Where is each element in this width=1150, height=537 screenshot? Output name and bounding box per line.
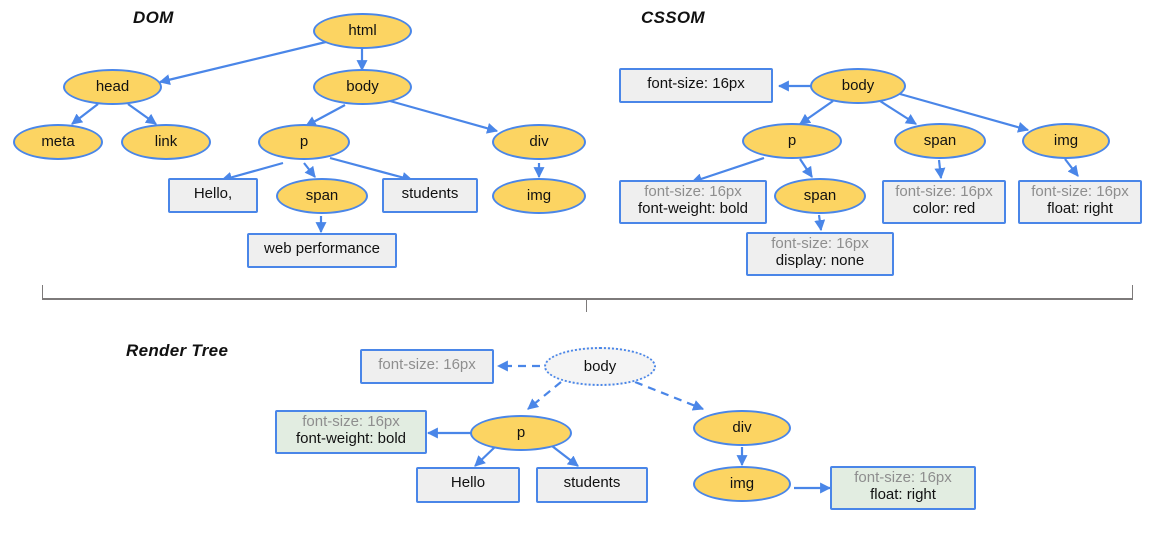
cssom-node-p-label: p (787, 132, 797, 150)
dom-node-head[interactable]: head (63, 69, 162, 105)
dom-node-link-label: link (154, 133, 178, 151)
render-rules-p-line-2: font-weight: bold (295, 430, 407, 447)
render-rules-body[interactable]: font-size: 16px (360, 349, 494, 384)
render-node-img-label: img (729, 475, 755, 493)
cssom-rules-span-child[interactable]: font-size: 16px display: none (746, 232, 894, 276)
render-text-students-label: students (563, 474, 621, 492)
cssom-node-span-child[interactable]: span (774, 178, 866, 214)
dom-node-div[interactable]: div (492, 124, 586, 160)
section-divider-tick-right (1132, 285, 1133, 299)
render-rules-img-line-1: font-size: 16px (854, 468, 952, 486)
dom-node-meta[interactable]: meta (13, 124, 103, 160)
render-node-p[interactable]: p (470, 415, 572, 451)
cssom-rules-span-child-line-2: display: none (775, 252, 865, 269)
cssom-rules-body[interactable]: font-size: 16px (619, 68, 773, 103)
dom-node-html[interactable]: html (313, 13, 412, 49)
dom-text-hello[interactable]: Hello, (168, 178, 258, 213)
dom-text-students[interactable]: students (382, 178, 478, 213)
cssom-rules-span[interactable]: font-size: 16px color: red (882, 180, 1006, 224)
render-rules-body-line-1: font-size: 16px (378, 355, 476, 373)
cssom-rules-body-line-1: font-size: 16px (647, 74, 745, 92)
render-node-body-label: body (583, 357, 617, 375)
cssom-rules-span-line-2: color: red (912, 200, 976, 217)
cssom-rules-p-line-2: font-weight: bold (637, 200, 749, 217)
dom-text-web-performance[interactable]: web performance (247, 233, 397, 268)
dom-section-title: DOM (133, 8, 174, 27)
dom-text-students-label: students (401, 184, 459, 202)
render-text-hello-label: Hello (450, 474, 486, 492)
cssom-section-title: CSSOM (641, 8, 705, 27)
dom-text-web-performance-label: web performance (264, 239, 380, 257)
cssom-rules-span-line-1: font-size: 16px (895, 182, 993, 200)
cssom-node-img-label: img (1053, 132, 1079, 150)
render-rules-img[interactable]: font-size: 16px float: right (830, 466, 976, 510)
dom-node-head-label: head (95, 78, 130, 96)
dom-node-p[interactable]: p (258, 124, 350, 160)
section-divider (42, 298, 1133, 300)
render-text-students[interactable]: students (536, 467, 648, 503)
cssom-rules-img[interactable]: font-size: 16px float: right (1018, 180, 1142, 224)
dom-node-span-label: span (305, 187, 339, 205)
dom-node-body-label: body (346, 78, 379, 96)
dom-node-span[interactable]: span (276, 178, 368, 214)
render-rules-p[interactable]: font-size: 16px font-weight: bold (275, 410, 427, 454)
cssom-node-body-label: body (841, 77, 875, 95)
cssom-rules-p[interactable]: font-size: 16px font-weight: bold (619, 180, 767, 224)
render-tree-section-title: Render Tree (126, 341, 229, 360)
cssom-node-span-label: span (923, 132, 957, 150)
render-node-body[interactable]: body (544, 347, 656, 386)
render-node-p-label: p (516, 424, 526, 442)
section-divider-tick-left (42, 285, 43, 299)
render-text-hello[interactable]: Hello (416, 467, 520, 503)
dom-node-img[interactable]: img (492, 178, 586, 214)
dom-node-body[interactable]: body (313, 69, 412, 105)
render-rules-img-line-2: float: right (870, 486, 936, 503)
render-node-img[interactable]: img (693, 466, 791, 502)
dom-text-hello-label: Hello, (193, 184, 233, 202)
render-node-div[interactable]: div (693, 410, 791, 446)
dom-node-meta-label: meta (41, 133, 75, 151)
render-rules-p-line-1: font-size: 16px (302, 412, 400, 430)
cssom-node-img[interactable]: img (1022, 123, 1110, 159)
cssom-node-p[interactable]: p (742, 123, 842, 159)
cssom-node-span[interactable]: span (894, 123, 986, 159)
cssom-rules-img-line-2: float: right (1047, 200, 1113, 217)
cssom-rules-p-line-1: font-size: 16px (644, 182, 742, 200)
section-divider-tick-center (586, 298, 587, 312)
dom-node-html-label: html (348, 22, 377, 40)
cssom-rules-img-line-1: font-size: 16px (1031, 182, 1129, 200)
dom-node-img-label: img (526, 187, 552, 205)
cssom-node-body[interactable]: body (810, 68, 906, 104)
dom-node-p-label: p (299, 133, 309, 151)
render-node-div-label: div (732, 419, 752, 437)
dom-node-div-label: div (529, 133, 549, 151)
cssom-node-span-child-label: span (803, 187, 837, 205)
dom-node-link[interactable]: link (121, 124, 211, 160)
cssom-rules-span-child-line-1: font-size: 16px (771, 234, 869, 252)
